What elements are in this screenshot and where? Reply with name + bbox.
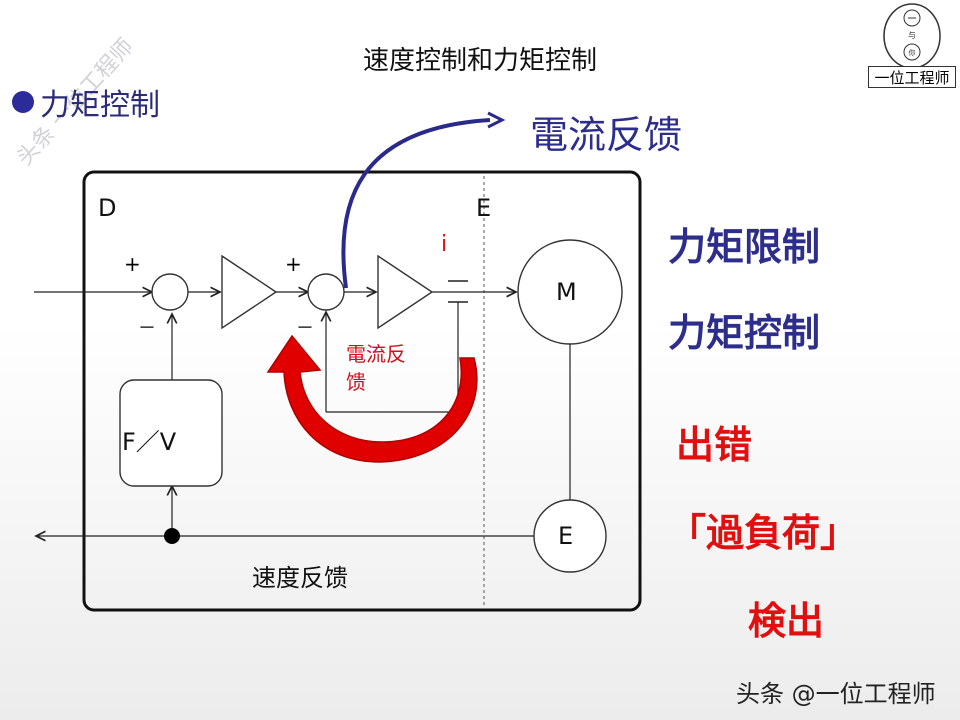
- current-feedback-inner-label: 電流反 馈: [346, 340, 406, 396]
- svg-text:与: 与: [908, 31, 916, 40]
- fv-label: F／V: [122, 428, 177, 456]
- logo-label: 一位工程师: [868, 66, 956, 88]
- current-feedback-arc: [341, 118, 491, 289]
- current-feedback-inner-line-2: 馈: [346, 370, 366, 394]
- slide-title: 速度控制和力矩控制: [362, 46, 597, 76]
- label-e-region: E: [476, 194, 492, 222]
- svg-text:你: 你: [909, 48, 916, 57]
- summing-junction-1: [151, 273, 189, 311]
- motor-label: M: [556, 278, 577, 306]
- minus-sign-2: －: [296, 318, 314, 339]
- current-amplifier: [377, 254, 434, 330]
- torque-control-label: 力矩控制: [668, 311, 821, 355]
- current-symbol: i: [441, 232, 448, 257]
- overload-label: 「過負荷」: [668, 511, 859, 555]
- label-d: D: [98, 194, 117, 222]
- current-loop-arrow: [266, 334, 478, 463]
- speed-feedback-label: 速度反馈: [252, 564, 348, 592]
- error-label: 出错: [676, 423, 753, 467]
- summing-junction-2: [307, 273, 345, 311]
- fv-converter-block: [119, 379, 223, 487]
- minus-sign-1: －: [138, 318, 156, 339]
- speed-amplifier: [221, 254, 278, 330]
- current-feedback-arrowhead: [487, 111, 506, 129]
- encoder-label: E: [558, 522, 574, 550]
- footer-credit: 头条 @一位工程师: [736, 680, 936, 708]
- plus-sign-2: +: [285, 252, 302, 276]
- current-feedback-inner-line-1: 電流反: [346, 342, 406, 366]
- logo-mark-icon: 与 你: [883, 3, 941, 69]
- torque-limit-label: 力矩限制: [668, 225, 821, 269]
- section-heading-text: 力矩控制: [40, 88, 160, 123]
- plus-sign-1: +: [124, 252, 141, 276]
- bullet-icon: [12, 91, 34, 113]
- controller-box: [82, 170, 642, 612]
- section-heading: 力矩控制: [12, 80, 160, 124]
- feedback-node: [164, 528, 180, 544]
- detect-label: 検出: [748, 599, 825, 643]
- current-feedback-top-label: 電流反馈: [530, 113, 683, 157]
